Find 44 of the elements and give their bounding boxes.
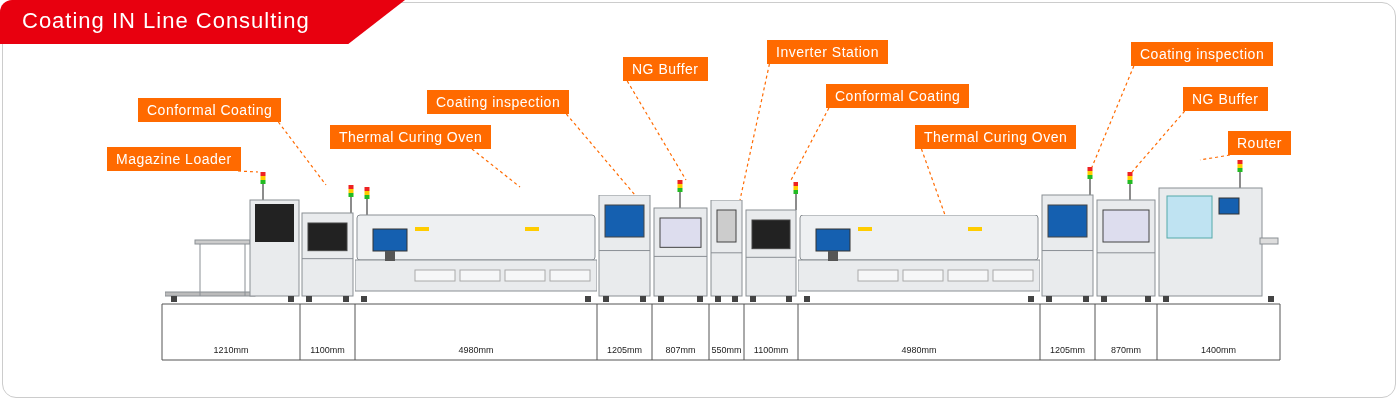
callout-label: Coating inspection xyxy=(1131,42,1274,66)
leader-line xyxy=(1131,110,1186,173)
dimension-label: 550mm xyxy=(710,345,743,355)
callout-label: Magazine Loader xyxy=(107,147,241,171)
machine-drawing xyxy=(165,172,300,302)
machine-drawing xyxy=(355,187,597,302)
dimension-label: 4980mm xyxy=(900,345,938,355)
callout-label: Inverter Station xyxy=(767,40,888,64)
dimension-label: 4980mm xyxy=(457,345,495,355)
leader-line xyxy=(237,170,259,173)
leader-line xyxy=(920,148,946,216)
dimension-label: 1400mm xyxy=(1200,345,1237,355)
machine-drawing xyxy=(798,215,1040,302)
callout-label: Router xyxy=(1228,131,1292,155)
leader-line xyxy=(626,80,687,181)
machine-drawing xyxy=(1095,172,1157,302)
dimension-label: 1210mm xyxy=(212,345,250,355)
callout-label: NG Buffer xyxy=(623,57,708,81)
leader-line xyxy=(1091,65,1135,168)
leader-line xyxy=(565,113,636,196)
machine-drawing xyxy=(300,185,355,302)
leader-line xyxy=(739,63,770,201)
callout-label: Conformal Coating xyxy=(138,98,282,122)
leader-line xyxy=(471,148,521,188)
callout-label: Conformal Coating xyxy=(826,84,970,108)
dimension-label: 1205mm xyxy=(1049,345,1086,355)
dimension-label: 1205mm xyxy=(606,345,643,355)
callout-label: Thermal Curing Oven xyxy=(330,125,492,149)
leader-line xyxy=(277,121,327,186)
machine-drawing xyxy=(709,200,744,302)
machine-drawing xyxy=(652,180,709,302)
machine-drawing xyxy=(597,195,652,302)
callout-label: Thermal Curing Oven xyxy=(915,125,1077,149)
dimension-label: 870mm xyxy=(1110,345,1142,355)
leader-line xyxy=(789,107,830,183)
callout-label: Coating inspection xyxy=(427,90,570,114)
dimension-label: 1100mm xyxy=(309,345,346,355)
callout-label: NG Buffer xyxy=(1183,87,1268,111)
machine-drawing xyxy=(744,182,798,302)
dimension-label: 807mm xyxy=(664,345,697,355)
machine-drawing xyxy=(1040,167,1095,302)
dimension-label: 1100mm xyxy=(752,345,790,355)
title-banner: Coating IN Line Consulting xyxy=(0,0,405,44)
machine-drawing xyxy=(1157,160,1280,302)
